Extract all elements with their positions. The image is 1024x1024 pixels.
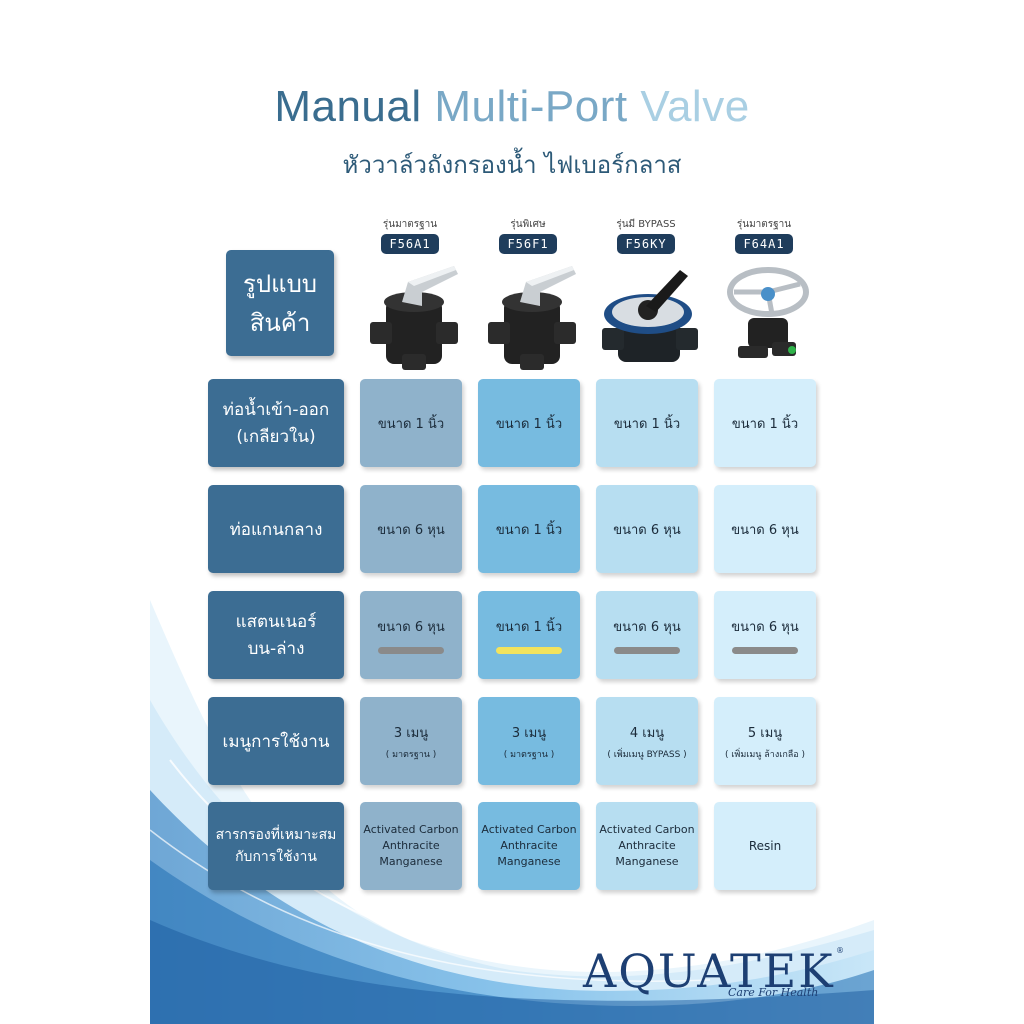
row-header-text: ท่อแกนกลาง: [229, 519, 323, 540]
cell-value: ขนาด 1 นิ้ว: [495, 522, 563, 538]
row-header-product-image: รูปแบบ สินค้า: [226, 250, 334, 356]
cell-menu-f56f1: 3 เมนู ( มาตรฐาน ): [478, 697, 580, 785]
cell-inlet-f56a1: ขนาด 1 นิ้ว: [360, 379, 462, 467]
poster: Manual Multi-Port Valve หัววาล์วถังกรองน…: [150, 0, 874, 1024]
model-label-2: รุ่นพิเศษ F56F1: [470, 218, 586, 254]
cell-strainer-f56a1: ขนาด 6 หุน: [360, 591, 462, 679]
cell-strainer-f64a1: ขนาด 6 หุน: [714, 591, 816, 679]
cell-strainer-f56f1: ขนาด 1 นิ้ว: [478, 591, 580, 679]
cell-value: ขนาด 1 นิ้ว: [495, 416, 563, 432]
strainer-color-bar: [732, 647, 798, 654]
model-type-text: รุ่นมาตรฐาน: [382, 219, 438, 230]
row-header-text: ท่อน้ำเข้า-ออก: [222, 400, 330, 420]
row-header-center-pipe: ท่อแกนกลาง: [208, 485, 344, 573]
media-item: Manganese: [379, 855, 443, 868]
brand-logo: AQUATEK: [583, 944, 835, 998]
model-code-badge: F64A1: [735, 234, 793, 254]
row-header-filter-media: สารกรองที่เหมาะสม กับการใช้งาน: [208, 802, 344, 890]
valve-image-f56f1: [488, 266, 576, 370]
media-item: Activated Carbon: [363, 823, 459, 836]
model-type-text: รุ่นมี BYPASS: [616, 219, 676, 230]
cell-strainer-f56ky: ขนาด 6 หุน: [596, 591, 698, 679]
title-word-valve: Valve: [640, 82, 750, 131]
cell-center-pipe-f64a1: ขนาด 6 หุน: [714, 485, 816, 573]
media-item: Anthracite: [618, 839, 676, 852]
row-header-text: (เกลียวใน): [236, 427, 316, 447]
model-label-4: รุ่นมาตรฐาน F64A1: [706, 218, 822, 254]
cell-note: ( มาตรฐาน ): [385, 749, 437, 760]
cell-center-pipe-f56ky: ขนาด 6 หุน: [596, 485, 698, 573]
model-label-3: รุ่นมี BYPASS F56KY: [588, 218, 704, 254]
title-word-multiport: Multi-Port: [434, 82, 641, 131]
cell-value: ขนาด 6 หุน: [613, 522, 681, 538]
cell-note: ( เพิ่มเมนู ล้างเกลือ ): [724, 749, 806, 760]
cell-menu-f56a1: 3 เมนู ( มาตรฐาน ): [360, 697, 462, 785]
cell-inlet-f56f1: ขนาด 1 นิ้ว: [478, 379, 580, 467]
cell-value: ขนาด 1 นิ้ว: [495, 620, 563, 635]
cell-media-f64a1: Resin: [714, 802, 816, 890]
media-item: Anthracite: [382, 839, 440, 852]
row-header-text: บน-ล่าง: [247, 639, 305, 659]
cell-note: ( มาตรฐาน ): [503, 749, 555, 760]
model-label-1: รุ่นมาตรฐาน F56A1: [352, 218, 468, 254]
row-header-text: รูปแบบ: [242, 270, 318, 298]
page-title: Manual Multi-Port Valve: [150, 82, 874, 132]
cell-value: ขนาด 1 นิ้ว: [731, 416, 799, 432]
valve-image-f56ky: [602, 270, 698, 362]
row-header-text: เมนูการใช้งาน: [222, 731, 330, 752]
cell-value: ขนาด 6 หุน: [377, 620, 445, 635]
media-item: Manganese: [497, 855, 561, 868]
cell-value: ขนาด 6 หุน: [731, 620, 799, 635]
model-code-badge: F56KY: [617, 234, 675, 254]
cell-value: ขนาด 6 หุน: [731, 522, 799, 538]
cell-media-f56ky: Activated Carbon Anthracite Manganese: [596, 802, 698, 890]
cell-value: 3 เมนู: [511, 725, 547, 741]
cell-media-f56f1: Activated Carbon Anthracite Manganese: [478, 802, 580, 890]
cell-value: 5 เมนู: [747, 725, 783, 741]
model-code-badge: F56F1: [499, 234, 557, 254]
valve-image-f64a1: [727, 267, 809, 358]
row-header-inlet-outlet: ท่อน้ำเข้า-ออก (เกลียวใน): [208, 379, 344, 467]
row-header-menu: เมนูการใช้งาน: [208, 697, 344, 785]
row-header-text: แสตนเนอร์: [235, 612, 317, 632]
strainer-color-bar: [496, 647, 562, 654]
strainer-color-bar: [378, 647, 444, 654]
strainer-color-bar: [614, 647, 680, 654]
title-word-manual: Manual: [274, 82, 435, 131]
cell-value: ขนาด 6 หุน: [613, 620, 681, 635]
media-item: Resin: [748, 839, 782, 853]
cell-inlet-f56ky: ขนาด 1 นิ้ว: [596, 379, 698, 467]
cell-value: ขนาด 1 นิ้ว: [377, 416, 445, 432]
cell-value: 4 เมนู: [629, 725, 665, 741]
model-type-text: รุ่นพิเศษ: [510, 219, 546, 230]
row-header-strainer: แสตนเนอร์ บน-ล่าง: [208, 591, 344, 679]
cell-value: ขนาด 1 นิ้ว: [613, 416, 681, 432]
row-header-text: สารกรองที่เหมาะสม: [215, 827, 337, 843]
page-subtitle: หัววาล์วถังกรองน้ำ ไฟเบอร์กลาส: [342, 151, 682, 179]
cell-center-pipe-f56f1: ขนาด 1 นิ้ว: [478, 485, 580, 573]
model-code-badge: F56A1: [381, 234, 439, 254]
row-header-text: สินค้า: [249, 309, 311, 337]
cell-value: 3 เมนู: [393, 725, 429, 741]
cell-media-f56a1: Activated Carbon Anthracite Manganese: [360, 802, 462, 890]
cell-menu-f64a1: 5 เมนู ( เพิ่มเมนู ล้างเกลือ ): [714, 697, 816, 785]
row-header-text: กับการใช้งาน: [235, 849, 317, 865]
media-item: Anthracite: [500, 839, 558, 852]
cell-menu-f56ky: 4 เมนู ( เพิ่มเมนู BYPASS ): [596, 697, 698, 785]
cell-note: ( เพิ่มเมนู BYPASS ): [607, 749, 687, 760]
media-item: Activated Carbon: [481, 823, 577, 836]
media-item: Manganese: [615, 855, 679, 868]
valve-image-f56a1: [370, 266, 458, 370]
cell-center-pipe-f56a1: ขนาด 6 หุน: [360, 485, 462, 573]
media-item: Activated Carbon: [599, 823, 695, 836]
model-type-text: รุ่นมาตรฐาน: [736, 219, 792, 230]
registered-mark: ®: [836, 946, 844, 955]
cell-value: ขนาด 6 หุน: [377, 522, 445, 538]
cell-inlet-f64a1: ขนาด 1 นิ้ว: [714, 379, 816, 467]
brand-tagline: Care For Health: [728, 986, 819, 999]
